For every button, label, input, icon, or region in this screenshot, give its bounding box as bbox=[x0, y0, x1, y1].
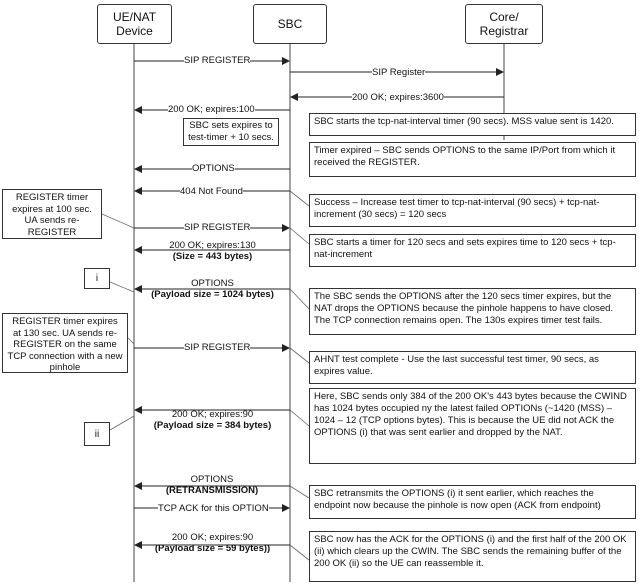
connector-n9 bbox=[289, 544, 310, 561]
connector-i bbox=[109, 281, 135, 293]
note-ahnt-complete: AHNT test complete - Use the last succes… bbox=[309, 351, 636, 384]
connector-n4 bbox=[289, 227, 310, 245]
participant-ue: UE/NAT Device bbox=[97, 4, 172, 44]
note-options-dropped: The SBC sends the OPTIONS after the 120 … bbox=[309, 288, 636, 335]
connector-n3 bbox=[289, 190, 310, 207]
msg-200ok-90-b: 200 OK; expires:90(Payload size = 59 byt… bbox=[154, 532, 271, 554]
note-register-timer-100: REGISTER timer expires at 100 sec. UA se… bbox=[2, 189, 102, 239]
note-tcp-nat-interval: SBC starts the tcp-nat-interval timer (9… bbox=[309, 113, 636, 136]
marker-ii: ii bbox=[84, 422, 110, 446]
msg-options-1: OPTIONS bbox=[192, 163, 235, 174]
note-ack-received: SBC now has the ACK for the OPTIONS (i) … bbox=[309, 531, 636, 582]
connector-l1 bbox=[101, 213, 135, 229]
msg-options-2: OPTIONS(Payload size = 1024 bytes) bbox=[151, 278, 274, 300]
msg-200ok-130: 200 OK; expires:130(Size = 443 bytes) bbox=[169, 240, 256, 262]
msg-404: 404 Not Found bbox=[180, 186, 243, 197]
note-register-timer-130: REGISTER timer expires at 130 sec. UA se… bbox=[2, 313, 128, 373]
msg-200ok-100: 200 OK; expires:100 bbox=[168, 104, 255, 115]
note-cwind: Here, SBC sends only 384 of the 200 OK's… bbox=[309, 388, 636, 464]
participant-sbc: SBC bbox=[253, 4, 327, 44]
msg-200ok-3600: 200 OK; expires:3600 bbox=[352, 92, 444, 103]
msg-sip-register-1: SIP REGISTER bbox=[184, 55, 251, 66]
connector-n8 bbox=[289, 485, 310, 499]
connector-n7 bbox=[289, 409, 310, 427]
connector-n5 bbox=[289, 288, 310, 310]
connector-l2 bbox=[127, 337, 135, 345]
connector-ii bbox=[109, 415, 135, 431]
sbc-expires-note: SBC sets expires to test-timer + 10 secs… bbox=[183, 118, 279, 146]
note-retransmit: SBC retransmits the OPTIONS (i) it sent … bbox=[309, 485, 636, 519]
participant-core: Core/ Registrar bbox=[465, 4, 543, 44]
note-increase-test-timer: Success – Increase test timer to tcp-nat… bbox=[309, 194, 636, 227]
msg-options-retrans: OPTIONS(RETRANSMISSION) bbox=[165, 474, 259, 496]
connector-n6 bbox=[289, 347, 310, 364]
msg-tcp-ack: TCP ACK for this OPTION bbox=[158, 503, 269, 514]
marker-i: i bbox=[84, 268, 110, 289]
msg-sip-register-3: SIP REGISTER bbox=[184, 342, 251, 353]
note-start-120-timer: SBC starts a timer for 120 secs and sets… bbox=[309, 234, 636, 267]
msg-sip-register-core: SIP Register bbox=[372, 67, 426, 78]
msg-sip-register-2: SIP REGISTER bbox=[184, 222, 251, 233]
msg-200ok-90-a: 200 OK; expires:90(Payload size = 384 by… bbox=[153, 409, 272, 431]
note-timer-expired: Timer expired – SBC sends OPTIONS to the… bbox=[309, 142, 636, 177]
